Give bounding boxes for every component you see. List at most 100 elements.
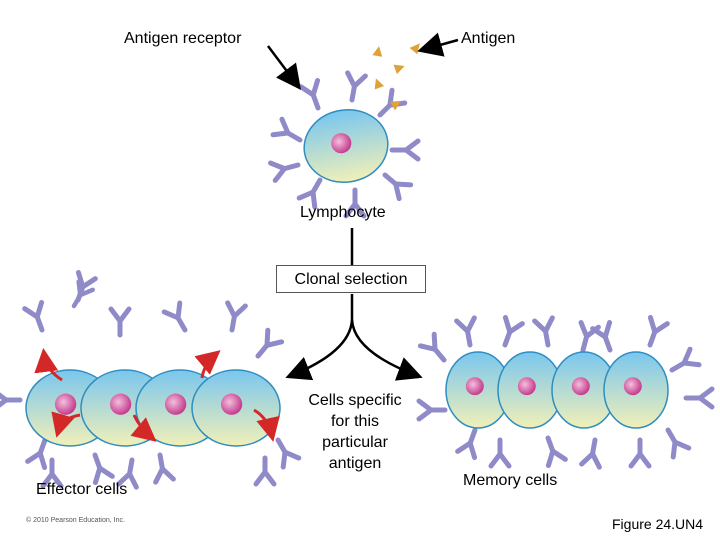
split-arrow-left	[285, 319, 354, 381]
receptor	[590, 319, 613, 353]
memory-cells-label: Memory cells	[463, 472, 558, 489]
cell	[603, 351, 669, 429]
cell	[445, 351, 511, 429]
secretion-arrow	[130, 414, 157, 442]
secretion-arrow	[194, 350, 221, 379]
receptor	[488, 437, 512, 469]
cell	[191, 369, 281, 447]
receptor-arm	[602, 319, 613, 340]
receptor-arm	[280, 449, 288, 470]
cell-nucleus	[220, 393, 243, 415]
receptor-arm	[78, 287, 95, 298]
receptor-arm	[403, 147, 421, 162]
cells-specific-label: Cells specific for this particular antig…	[290, 390, 420, 474]
antigen-particle	[372, 46, 383, 57]
receptor	[71, 279, 95, 309]
receptor	[40, 457, 64, 489]
receptor	[75, 269, 98, 303]
split-arrow-right	[350, 319, 423, 381]
cell-nucleus	[164, 393, 187, 415]
cells-specific-line: for this	[330, 413, 379, 430]
receptor-arm	[455, 440, 473, 454]
copyright-text: © 2010 Pearson Education, Inc.	[26, 517, 125, 524]
cell-nucleus	[331, 133, 352, 154]
receptor	[532, 315, 555, 348]
receptor-arm	[670, 439, 678, 460]
receptor	[253, 455, 277, 487]
receptor-arm	[175, 300, 183, 321]
antigens-layer	[372, 43, 420, 111]
receptor	[416, 398, 448, 422]
receptor-arm	[681, 360, 702, 368]
receptor-arm	[488, 451, 503, 469]
cell-nucleus	[571, 377, 590, 396]
receptor-arm	[697, 395, 715, 410]
receptor-arm	[545, 448, 556, 469]
receptor-arm	[253, 469, 268, 487]
receptor	[298, 77, 321, 111]
receptor	[343, 187, 367, 219]
receptor	[579, 437, 602, 470]
receptor-arm	[628, 451, 643, 469]
secretion-arrow	[34, 348, 63, 382]
cells-layer	[25, 109, 669, 447]
receptor	[25, 437, 48, 471]
receptor-arm	[80, 276, 98, 290]
figure-caption: Figure 24.UN4	[612, 516, 704, 532]
receptor	[382, 172, 414, 202]
receptor-arm	[579, 451, 596, 467]
receptor	[153, 452, 176, 485]
receptor	[22, 299, 45, 333]
receptor	[683, 386, 715, 410]
receptor-arm	[351, 73, 368, 89]
receptor-arm	[393, 181, 402, 202]
receptor	[108, 306, 132, 338]
antigen-particle	[393, 64, 405, 75]
receptor-arm	[465, 315, 477, 334]
cell-nucleus	[517, 377, 536, 396]
receptor-arm	[153, 466, 165, 485]
secretion-arrow	[51, 411, 81, 438]
cell	[551, 351, 617, 429]
receptor	[225, 300, 248, 333]
receptor-arm	[264, 339, 285, 348]
cell-nucleus	[109, 393, 132, 415]
cell-nucleus	[465, 377, 484, 396]
receptor	[377, 87, 408, 118]
antigen-particle	[409, 43, 420, 55]
receptor	[454, 315, 477, 348]
receptor	[628, 437, 652, 469]
receptor	[270, 116, 303, 143]
receptor-arm	[507, 321, 525, 335]
antigen-receptor-label: Antigen receptor	[124, 30, 242, 47]
cell	[497, 351, 563, 429]
receptor-arm	[34, 299, 45, 320]
cell	[303, 109, 389, 183]
receptor	[92, 452, 115, 486]
receptor	[417, 331, 447, 363]
receptor-arm	[652, 321, 670, 335]
receptor-arm	[310, 77, 321, 98]
receptor	[268, 160, 301, 183]
receptor	[389, 138, 421, 162]
receptor	[455, 427, 478, 461]
receptor	[296, 177, 323, 210]
receptor	[116, 457, 139, 490]
receptor-arm	[25, 450, 43, 464]
receptor-arm	[92, 465, 103, 486]
receptor	[669, 346, 702, 373]
receptor	[578, 320, 601, 353]
receptor-arm	[0, 388, 9, 403]
receptor	[275, 437, 302, 470]
receptor-arm	[431, 331, 438, 352]
receptor-arm	[40, 471, 55, 489]
receptor-arm	[279, 116, 291, 136]
receptor	[161, 300, 188, 333]
antigen-pointer-arrow	[417, 32, 459, 57]
receptor-arm	[116, 471, 133, 487]
cells-specific-line: Cells specific	[308, 392, 402, 409]
receptor-arm	[117, 306, 132, 324]
secretion-arrow	[253, 408, 280, 442]
